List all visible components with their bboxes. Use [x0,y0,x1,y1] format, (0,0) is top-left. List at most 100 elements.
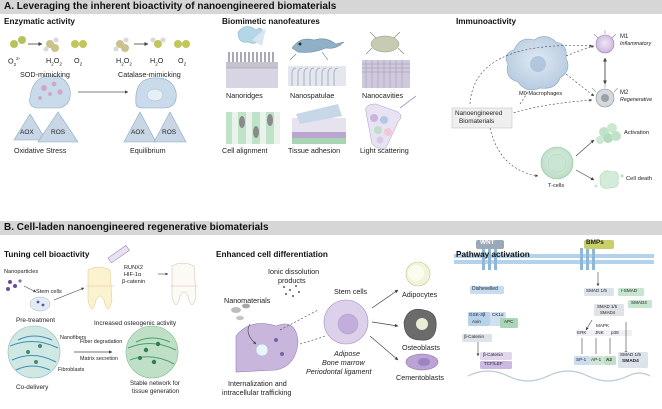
h2o-formula: H2O [150,56,164,67]
stable-network-label-2: tissue generation [132,388,180,395]
adipocyte [405,261,431,287]
periodontal-label: Periodontal ligament [306,367,372,376]
enzymatic-heading: Enzymatic activity [4,17,75,26]
mapk-label: MAPK [596,323,610,328]
nanocavities-label: Nanocavities [362,91,404,100]
bcatenin-label-tuning: β-catenin [122,279,146,285]
ionic-label-2: products [278,276,306,285]
stem-cell-pretreatment [29,296,51,312]
ionic-dots [283,285,300,297]
stem-cells-label-tuning: Stem cells [36,289,62,295]
gsk-label: GSK-3β [469,312,486,317]
enzyme-molecules [10,36,190,52]
nanoengineered-label-1: Nanoengineered [455,110,503,117]
osteoblasts-label: Osteoblasts [402,343,440,352]
section-b-banner: B. Cell-laden nanoengineered regenerativ… [0,221,662,235]
ck1a-label: CK1α [492,312,504,317]
codelivery-label: Co-delivery [16,384,49,391]
erk-label: ERK [577,330,587,335]
internalization-label-1: Internalization and [228,379,287,388]
stable-network [125,325,179,379]
section-b-title: B. Cell-laden nanoengineered regenerativ… [4,222,269,233]
aox-label-equilibrium: AOX [131,129,145,136]
tuning-heading: Tuning cell bioactivity [4,250,90,259]
immuno-heading: Immunoactivity [456,17,517,26]
p38-label: p38 [611,330,619,335]
superoxide-formula: O22- [8,56,21,67]
runx2-label: RUNX2 [124,265,143,271]
tissue-adhesion-illustration [292,104,346,144]
nanoparticles-label: Nanoparticles [4,269,39,275]
pretreatment-label: Pre-treatment [16,317,56,324]
h2o2-formula-catalase: H2O2 [116,56,132,67]
catalase-label: Catalase-mimicking [118,70,181,79]
bmps-label: BMPs [586,239,604,246]
wnt-label: WNT [480,239,495,246]
dishevelled-label: Dishevelled [472,286,498,292]
smad4-label-a: SMAD4 [600,310,616,315]
cementoblasts-label: Cementoblasts [396,373,444,382]
smad15-label-b: SMAD 1/5 [597,304,618,309]
osteoblast [403,308,437,341]
cell-alignment-label: Cell alignment [222,146,268,155]
ap1-label: AP-1 [591,357,602,362]
adipocytes-label: Adipocytes [402,290,438,299]
tissue-adhesion-label: Tissue adhesion [288,146,341,155]
m1-macrophage [593,30,617,54]
light-scattering-illustration [365,95,417,149]
oxidative-stress-label: Oxidative Stress [14,146,67,155]
t-cell [540,146,574,180]
section-a-title: A. Leveraging the inherent bioactivity o… [4,1,337,12]
nanoengineered-label-2: Biomaterials [459,118,495,125]
tooth-after [170,262,198,306]
h2o2-formula-sod: H2O2 [46,56,62,67]
axin-label: Axin [472,319,481,324]
cell-death-label: Cell death [626,176,653,182]
nanomaterial-particles [231,303,250,321]
m1-label: M1 [620,34,629,40]
bcatenin-nuclear-label: β-Catenin [483,352,504,357]
activation-label: Activation [624,130,650,136]
m1-sublabel: Inflammatory [620,41,652,47]
nanoparticles-cluster [6,279,22,291]
m2-macrophage [591,84,619,108]
cell-membrane [454,248,654,270]
nanoridges-illustration [226,26,278,88]
smad4-label-b: SMAD4 [631,300,647,305]
tcells-label: T-cells [548,183,565,189]
stem-cell-large [323,299,369,345]
pathway-heading: Pathway activation [456,250,530,259]
jnk-label: JNK [595,330,604,335]
stem-cells-label-diff: Stem cells [334,287,368,296]
nanospatulae-illustration [288,38,346,86]
activated-tcell-cluster [596,123,621,144]
tcf-label: TCF/LEF [484,361,503,366]
dying-tcell [594,170,624,189]
differentiation-heading: Enhanced cell differentiation [216,250,328,259]
sod-label: SOD-mimicking [20,70,70,79]
ros-label-equilibrium: ROS [162,129,177,136]
nanospatulae-label: Nanospatulae [290,91,335,100]
bmp-ligand [584,240,614,249]
bone-marrow-label: Bone marrow [322,358,365,367]
m2-label: M2 [620,90,629,96]
section-a-banner: A. Leveraging the inherent bioactivity o… [0,0,662,14]
fiber-degradation-label: Fiber degradation [80,339,123,345]
matrix-secretion-label: Matrix secretion [80,356,119,362]
nanocavities-illustration [362,31,410,88]
nanofiber-scaffold-before [7,325,61,379]
a2-label: A2 [606,357,612,362]
nanoridges-label: Nanoridges [226,91,263,100]
internalizing-cell [235,323,299,373]
o2-formula-catalase: O2 [178,56,187,67]
wnt-ligand [476,240,504,249]
biomimetic-heading: Biomimetic nanofeatures [222,17,320,26]
light-scattering-label: Light scattering [360,146,409,155]
hif-label: HIF-1α [124,272,142,278]
cell-alignment-illustration [226,112,280,144]
nanomaterials-label: Nanomaterials [224,296,271,305]
equilibrium-cell [123,77,187,143]
m2-sublabel: Regenerative [620,97,653,103]
